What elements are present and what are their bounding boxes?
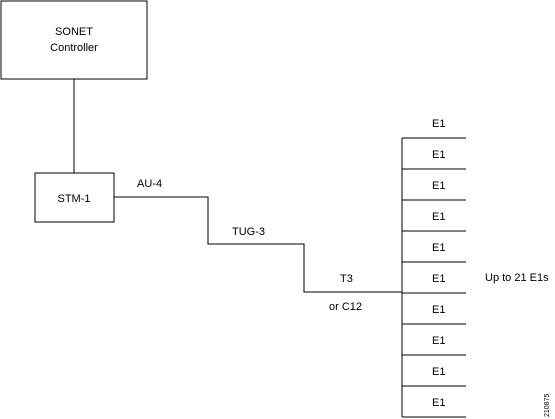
e1-port-label: E1 [432, 118, 445, 130]
sonet-controller-box [0, 0, 148, 80]
t3-label: T3 [340, 273, 353, 285]
e1-port-label: E1 [432, 273, 445, 285]
e1-port-label: E1 [432, 149, 445, 161]
e1-port-label: E1 [432, 180, 445, 192]
sonet-controller-node: SONET Controller [0, 0, 148, 80]
e1-port-label: E1 [432, 366, 445, 378]
sonet-controller-label-line1: SONET [55, 26, 93, 38]
stm1-label: STM-1 [58, 193, 91, 205]
stm1-to-e1-path [114, 196, 402, 293]
figure-id-label: 210875 [544, 394, 551, 417]
au4-label: AU-4 [137, 178, 162, 190]
c12-label: or C12 [329, 301, 362, 313]
e1-port-label: E1 [432, 242, 445, 254]
sonet-controller-label-line2: Controller [50, 42, 98, 54]
tug3-label: TUG-3 [232, 226, 265, 238]
stm1-node: STM-1 [34, 172, 115, 223]
e1-port-label: E1 [432, 304, 445, 316]
e1-count-note: Up to 21 E1s [485, 272, 549, 284]
e1-port-label: E1 [432, 335, 445, 347]
e1-port-label: E1 [432, 211, 445, 223]
e1-port-label: E1 [432, 397, 445, 409]
